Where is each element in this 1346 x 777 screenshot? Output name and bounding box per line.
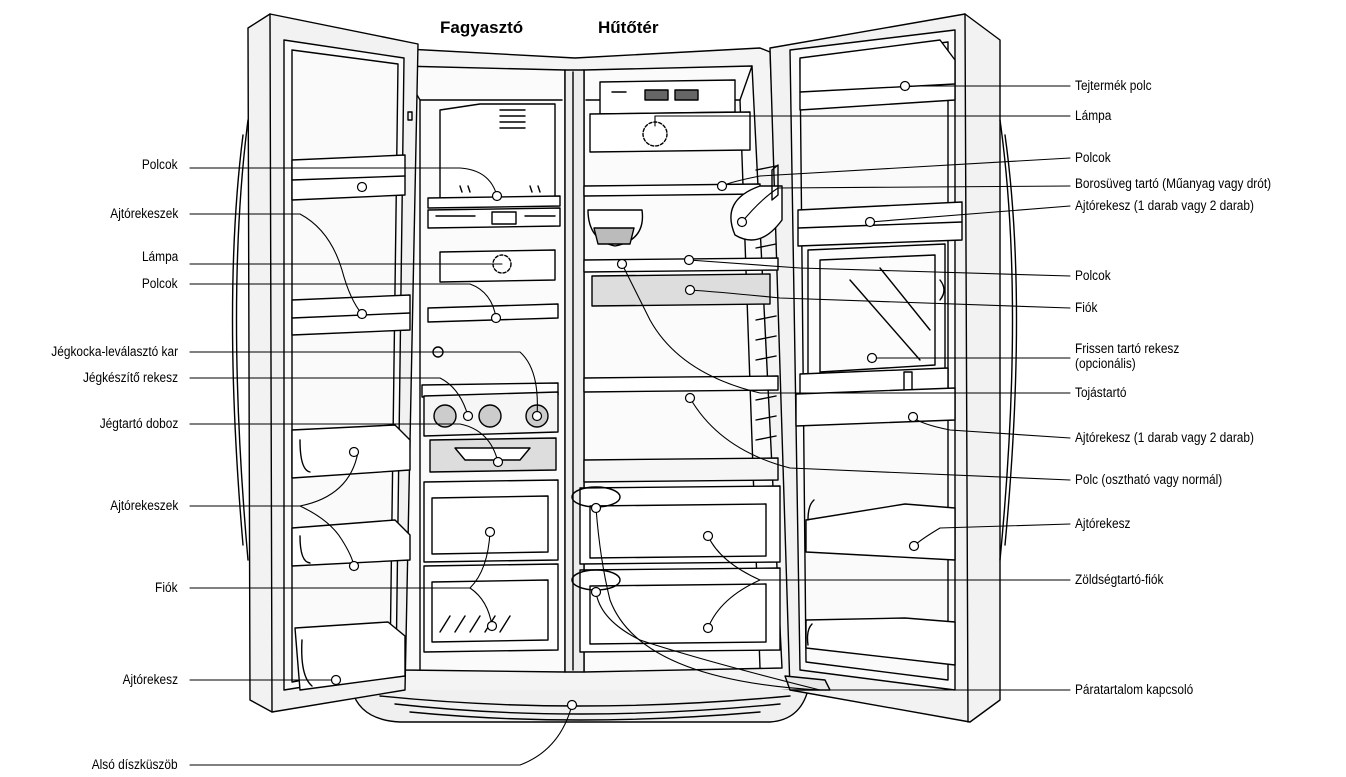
label-fridge-shelves-mid: Polcok (1075, 268, 1111, 284)
label-wine-holder: Borosüveg tartó (Műanyag vagy drót) (1075, 176, 1271, 192)
fridge-door (770, 14, 1017, 722)
label-shelf-split-or-normal: Polc (osztható vagy normál) (1075, 472, 1222, 488)
label-freezer-door-bins-upper: Ajtórekeszek (110, 206, 178, 222)
label-fridge-door-bin-upper: Ajtórekesz (1 darab vagy 2 darab) (1075, 198, 1254, 214)
freezer-door (233, 14, 419, 712)
label-optional: (opcionális) (1075, 356, 1136, 372)
label-ice-release-lever: Jégkocka-leválasztó kar (51, 344, 178, 360)
label-ice-bin: Jégtartó doboz (99, 416, 178, 432)
label-fridge-door-bin-mid: Ajtórekesz (1 darab vagy 2 darab) (1075, 430, 1254, 446)
label-fridge-door-bin-lower: Ajtórekesz (1075, 516, 1130, 532)
label-freezer-shelves-lower: Polcok (142, 276, 178, 292)
label-fresh-keeping-compartment: Frissen tartó rekesz (1075, 341, 1179, 357)
label-freezer-door-bin-bottom: Ajtórekesz (123, 672, 178, 688)
label-bottom-trim: Alsó díszküszöb (92, 757, 178, 773)
bottom-base (352, 690, 808, 722)
label-fridge-lamp: Lámpa (1075, 108, 1111, 124)
label-vegetable-drawer: Zöldségtartó-fiók (1075, 572, 1163, 588)
label-egg-tray: Tojástartó (1075, 385, 1127, 401)
label-freezer-shelves: Polcok (142, 157, 178, 173)
label-fridge-shelves: Polcok (1075, 150, 1111, 166)
label-fridge-drawer: Fiók (1075, 300, 1097, 316)
label-ice-maker: Jégkészítő rekesz (83, 370, 178, 386)
label-freezer-lamp: Lámpa (142, 249, 178, 265)
label-freezer-door-bins-lower: Ajtórekeszek (110, 498, 178, 514)
fridge-title: Hűtőtér (598, 18, 658, 38)
label-humidity-control: Páratartalom kapcsoló (1075, 682, 1193, 698)
freezer-title: Fagyasztó (440, 18, 523, 38)
label-freezer-drawer: Fiók (156, 580, 178, 596)
label-dairy-shelf: Tejtermék polc (1075, 78, 1152, 94)
